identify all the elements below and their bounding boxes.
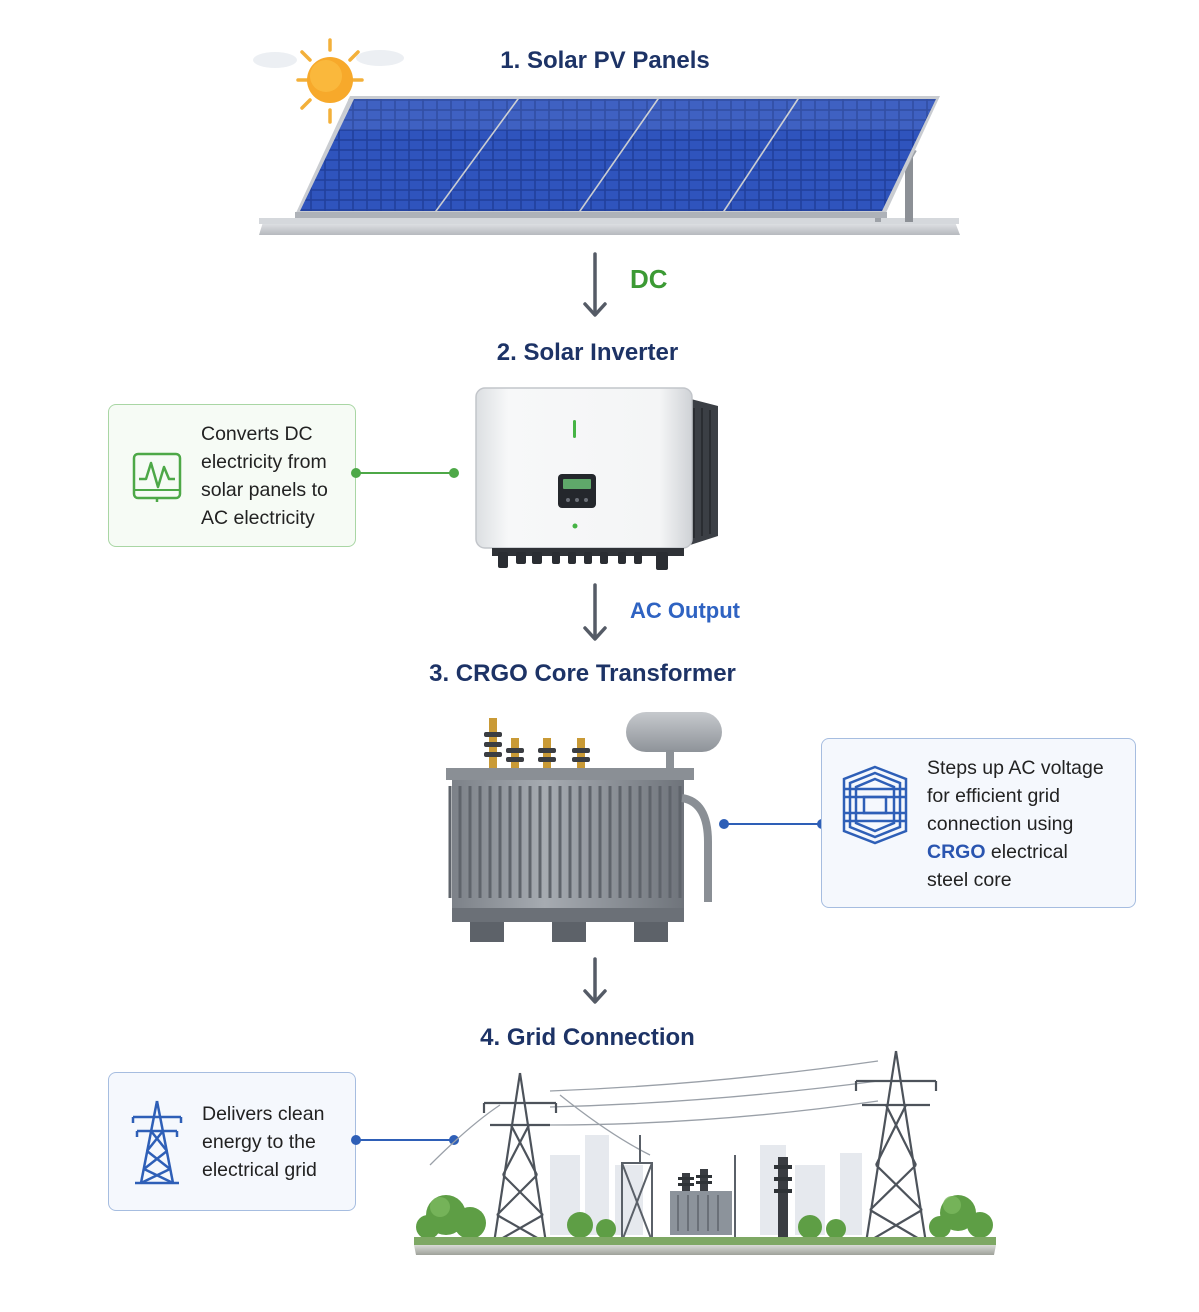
flow-arrow-dc — [582, 252, 608, 320]
step-2-title: 2. Solar Inverter — [455, 339, 720, 367]
step-3-title: 3. CRGO Core Transformer — [410, 660, 755, 688]
waveform-icon — [129, 449, 185, 505]
transformer-callout-line-2: for efficient grid — [927, 782, 1132, 810]
inverter-callout-line-3: solar panels to — [201, 476, 351, 504]
step-1-title: 1. Solar PV Panels — [470, 47, 740, 75]
inverter-callout-line-1: Converts DC — [201, 420, 351, 448]
grid-callout-line-1: Delivers clean — [202, 1100, 352, 1128]
flow-arrow-ac — [582, 583, 608, 643]
solar-panel-array — [255, 90, 965, 240]
transformer-callout-line-3: connection using — [927, 810, 1132, 838]
transformer-callout-line-5: steel core — [927, 866, 1132, 894]
grid-callout-card: Delivers clean energy to the electrical … — [108, 1072, 356, 1211]
transmission-tower-icon — [410, 1045, 1000, 1260]
crgo-highlight: CRGO — [927, 841, 986, 863]
inverter-callout-line-4: AC electricity — [201, 504, 351, 532]
grid-callout-line-2: energy to the — [202, 1128, 352, 1156]
grid-callout-line-3: electrical grid — [202, 1156, 352, 1184]
dc-label: DC — [630, 264, 668, 295]
core-laminations-icon — [840, 763, 910, 847]
transformer-callout-line-1: Steps up AC voltage — [927, 754, 1132, 782]
crgo-rest-text: electrical — [986, 841, 1068, 863]
inverter-connector-line — [350, 466, 462, 480]
inverter-callout-card: Converts DC electricity from solar panel… — [108, 404, 356, 547]
transformer-callout-line-4: CRGO electrical — [927, 838, 1132, 866]
inverter-icon — [472, 386, 724, 576]
flow-arrow-grid — [582, 957, 608, 1007]
inverter-callout-line-2: electricity from — [201, 448, 351, 476]
transformer-connector-line — [716, 817, 828, 831]
ac-output-label: AC Output — [630, 598, 740, 624]
transformer-icon — [432, 702, 732, 948]
transformer-callout-card: Steps up AC voltage for efficient grid c… — [821, 738, 1136, 908]
tower-icon — [129, 1099, 185, 1185]
